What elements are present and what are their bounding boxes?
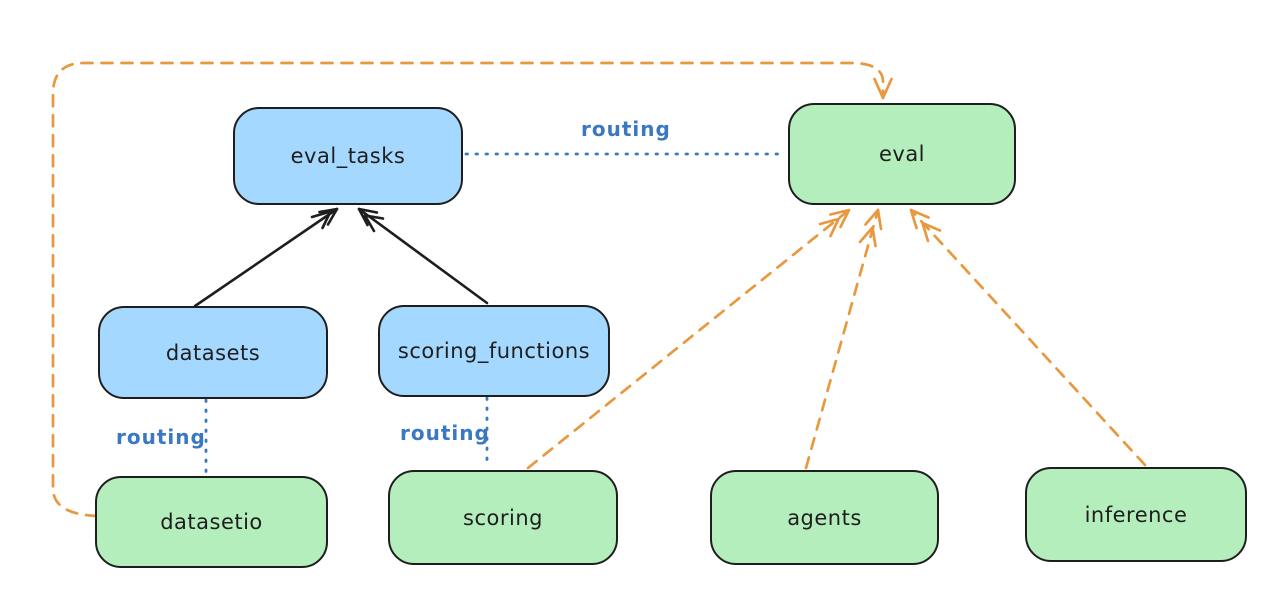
node-eval-tasks: eval_tasks [233,107,463,205]
node-eval-tasks-label: eval_tasks [290,144,406,168]
node-scoring-functions-label: scoring_functions [397,339,591,363]
node-inference-label: inference [1084,502,1188,527]
node-agents-label: agents [787,505,862,530]
edge-scoring-to-eval [526,208,851,470]
edge-agents-to-eval [804,208,883,470]
node-datasets: datasets [98,306,328,399]
node-datasetio: datasetio [95,476,328,568]
edge-label-routing-middle: routing [400,421,490,445]
edge-datasetio-to-eval [51,61,893,518]
node-datasetio-label: datasetio [160,510,263,534]
node-eval: eval [788,103,1016,205]
node-scoring: scoring [388,470,618,565]
edge-label-routing-left: routing [116,425,206,449]
node-scoring-label: scoring [463,505,543,530]
node-eval-label: eval [878,142,926,166]
node-scoring-functions: scoring_functions [378,305,610,397]
node-agents: agents [710,470,939,565]
edge-inference-to-eval [909,208,1147,467]
edge-label-routing-top: routing [581,117,671,141]
edge-datasets-to-eval-tasks [193,207,339,308]
edge-scoring-functions-to-eval-tasks [357,207,489,305]
node-inference: inference [1025,467,1247,562]
node-datasets-label: datasets [165,340,261,365]
